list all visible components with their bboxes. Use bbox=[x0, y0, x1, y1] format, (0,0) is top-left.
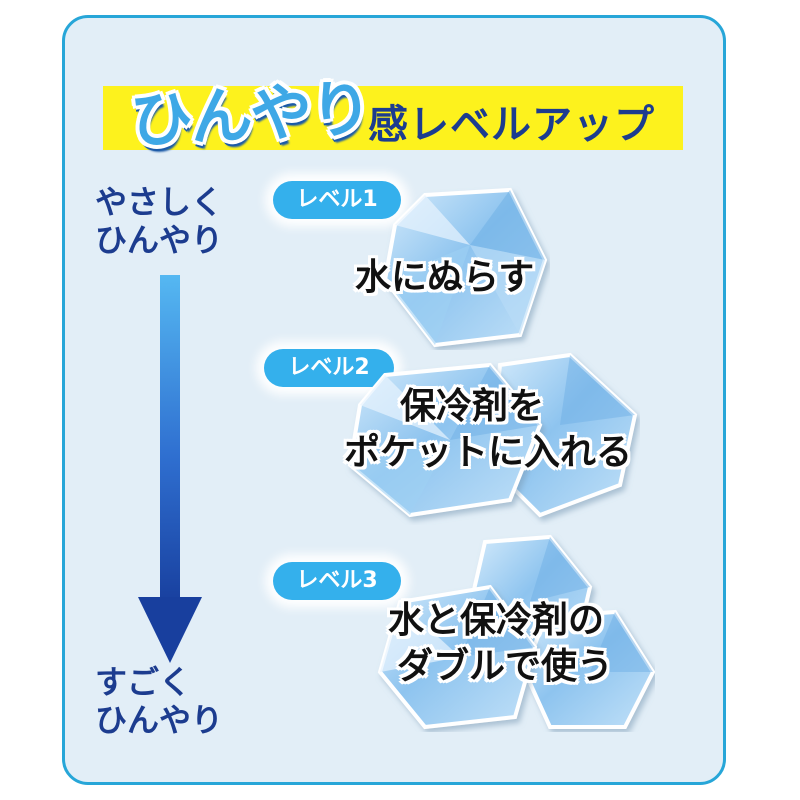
scale-arrow-icon bbox=[138, 275, 202, 663]
level-1-caption: 水にぬらす bbox=[355, 257, 535, 298]
title-text: 感レベルアップ bbox=[368, 102, 655, 148]
level-2-badge: レベル2 bbox=[264, 349, 394, 387]
scale-bottom-line1: すごく bbox=[95, 663, 192, 701]
ice-crystal-icon bbox=[382, 187, 548, 348]
level-2-caption-line1: 保冷剤を bbox=[400, 386, 545, 427]
scale-bottom-label: すごく ひんやり bbox=[95, 663, 223, 739]
level-2-caption-line2: ポケットに入れる bbox=[344, 432, 633, 473]
scale-top-line1: やさしく bbox=[95, 183, 224, 221]
scale-bottom-line2: ひんやり bbox=[95, 701, 224, 739]
ice-crystal-icon bbox=[377, 534, 655, 730]
title-brand-text: ひんやり bbox=[128, 71, 373, 158]
level-1-badge: レベル1 bbox=[273, 181, 401, 219]
level-3-caption-line1: 水と保冷剤の bbox=[388, 600, 605, 641]
level-3-caption-line2: ダブルで使う bbox=[397, 646, 614, 687]
scale-top-line2: ひんやり bbox=[95, 221, 224, 259]
title-band bbox=[103, 86, 683, 150]
ice-crystal-icon bbox=[347, 352, 638, 518]
scale-top-label: やさしく ひんやり bbox=[95, 183, 223, 259]
level-3-badge: レベル3 bbox=[273, 562, 401, 600]
